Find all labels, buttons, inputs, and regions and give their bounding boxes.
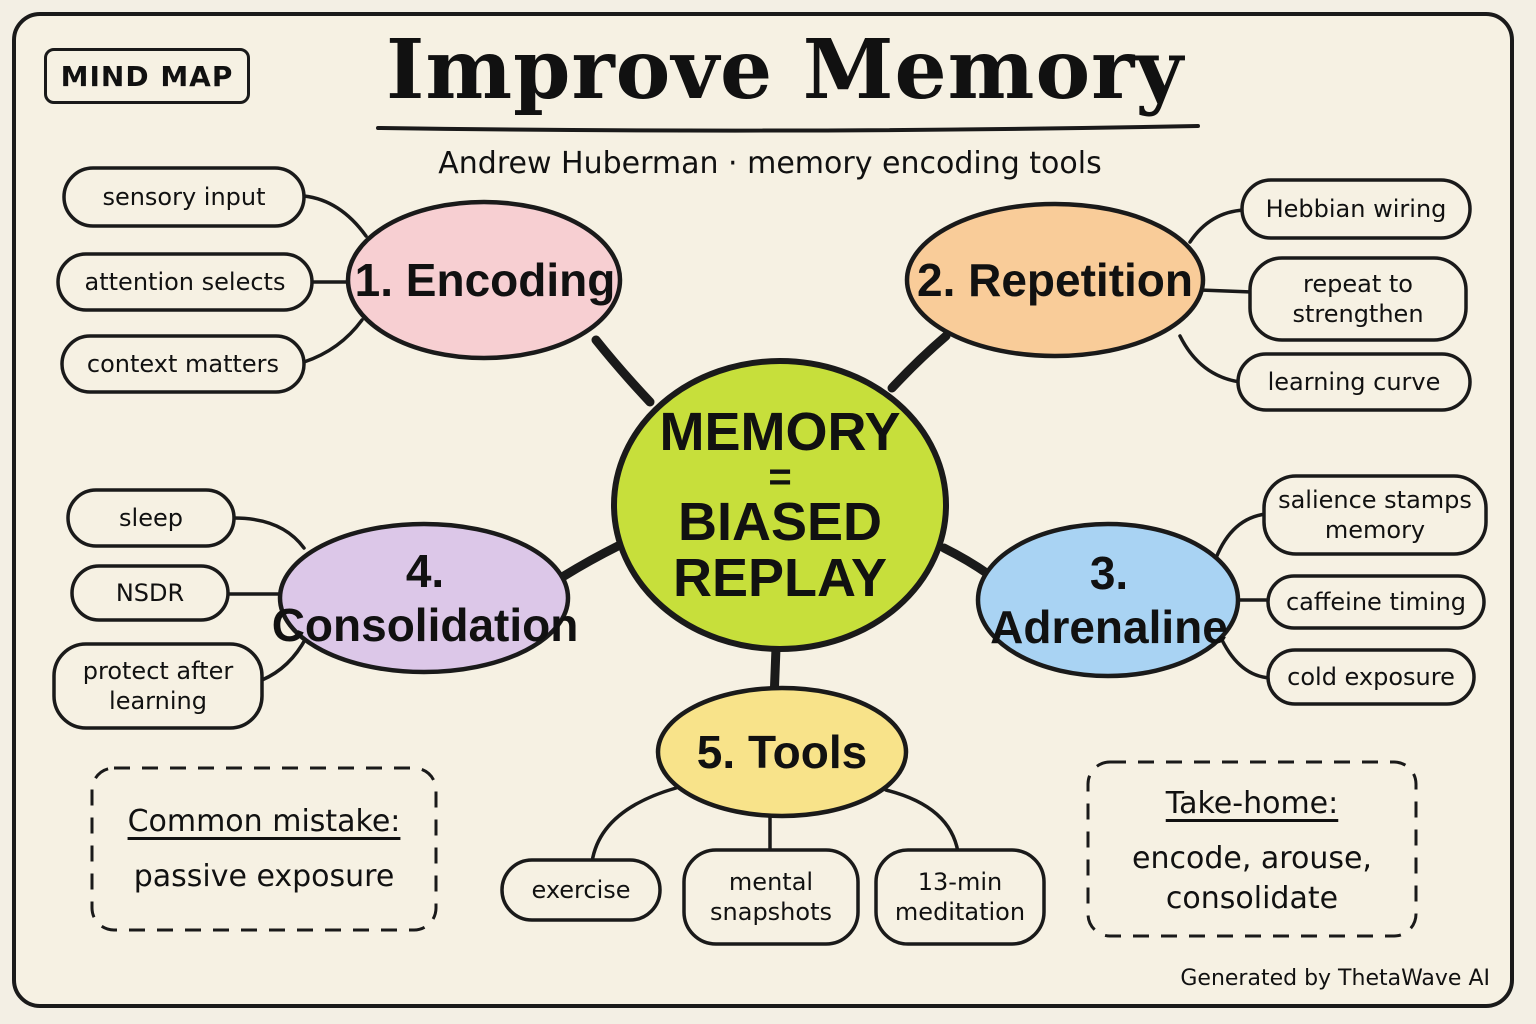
leaf-context-matters: context matters — [86, 350, 280, 378]
branch-tools-node — [655, 685, 909, 819]
branch-consolidation-node — [277, 521, 571, 675]
pill-attention-selects — [56, 252, 314, 312]
twig-exercise — [590, 786, 678, 864]
center-node — [611, 358, 949, 652]
center-node-label: MEMORY = BIASED REPLAY — [630, 385, 930, 625]
twig-13-min-meditation — [884, 788, 960, 854]
pill-learning-curve — [1236, 352, 1472, 412]
center-line-4: REPLAY — [672, 548, 888, 608]
leaf-learning-curve: learning curve — [1267, 368, 1441, 396]
twig-learning-curve — [1178, 334, 1242, 384]
trunk-encoding — [591, 335, 655, 407]
branch-adrenaline-node — [975, 521, 1241, 679]
branch-adrenaline-label: 3. Adrenaline — [990, 547, 1228, 653]
twig-sleep — [232, 516, 306, 550]
pill-caffeine-timing — [1266, 574, 1486, 630]
center-line-1: MEMORY — [659, 402, 901, 462]
leaf-caffeine-timing: caffeine timing — [1285, 588, 1467, 616]
leaf-sensory-input: sensory input — [102, 183, 266, 211]
twig-sensory-input — [302, 194, 368, 238]
leaf-nsdr: NSDR — [115, 579, 185, 607]
branch-consolidation-label: 4. Consolidation — [271, 545, 579, 651]
takehome-body: encode, arouse, consolidate — [1132, 841, 1372, 916]
branch-encoding-node — [345, 199, 623, 361]
leaf-repeat-to-strengthen: repeat to strengthen — [1292, 270, 1424, 328]
leaf-exercise: exercise — [531, 876, 631, 904]
branch-encoding-label: 1. Encoding — [354, 254, 616, 306]
footer-credit: Generated by ThetaWave AI — [1180, 966, 1490, 991]
pill-sensory-input — [62, 166, 306, 228]
twig-repeat-to-strengthen — [1198, 288, 1254, 294]
pill-salience-stamps-memory — [1262, 474, 1488, 556]
page-title: Improve Memory — [386, 22, 1184, 118]
mind-map-tag: MIND MAP — [44, 48, 250, 104]
pill-mental-snapshots — [682, 848, 860, 946]
branch-repetition-node — [904, 201, 1206, 359]
twig-cold-exposure — [1220, 638, 1272, 680]
trunk-adrenaline — [939, 543, 993, 579]
branch-repetition-label: 2. Repetition — [916, 254, 1194, 306]
trunk-repetition — [887, 331, 951, 393]
leaf-cold-exposure: cold exposure — [1287, 663, 1455, 691]
mistake-box — [90, 766, 438, 932]
pill-sleep — [66, 488, 236, 548]
pill-hebbian-wiring — [1240, 178, 1472, 240]
center-line-3: BIASED — [677, 492, 883, 552]
pill-exercise — [500, 858, 662, 922]
pill-nsdr — [70, 564, 230, 622]
trunk-consolidation — [559, 541, 623, 581]
branch-tools-label: 5. Tools — [696, 726, 868, 778]
twig-hebbian-wiring — [1188, 208, 1246, 244]
twig-protect-after-learning — [260, 636, 308, 682]
page-subtitle: Andrew Huberman · memory encoding tools — [438, 146, 1102, 181]
mistake-body: passive exposure — [133, 859, 395, 894]
mistake-heading: Common mistake: — [127, 803, 401, 839]
leaf-13-min-meditation: 13-min meditation — [894, 868, 1026, 926]
twig-salience-stamps-memory — [1214, 512, 1268, 560]
leaf-mental-snapshots: mental snapshots — [710, 868, 832, 926]
center-line-2: = — [768, 455, 792, 499]
pill-cold-exposure — [1266, 648, 1476, 706]
pill-repeat-to-strengthen — [1248, 256, 1468, 342]
leaf-protect-after-learning: protect after learning — [82, 657, 234, 715]
leaf-attention-selects: attention selects — [84, 268, 286, 296]
pill-protect-after-learning — [52, 642, 264, 730]
leaf-sleep: sleep — [119, 504, 183, 532]
takehome-heading: Take-home: — [1165, 785, 1339, 821]
pill-context-matters — [60, 334, 306, 394]
leaf-hebbian-wiring: Hebbian wiring — [1265, 195, 1447, 223]
twig-context-matters — [302, 318, 364, 364]
takehome-box — [1086, 760, 1418, 938]
leaf-salience-stamps-memory: salience stamps memory — [1278, 486, 1472, 544]
pill-13-min-meditation — [874, 848, 1046, 946]
